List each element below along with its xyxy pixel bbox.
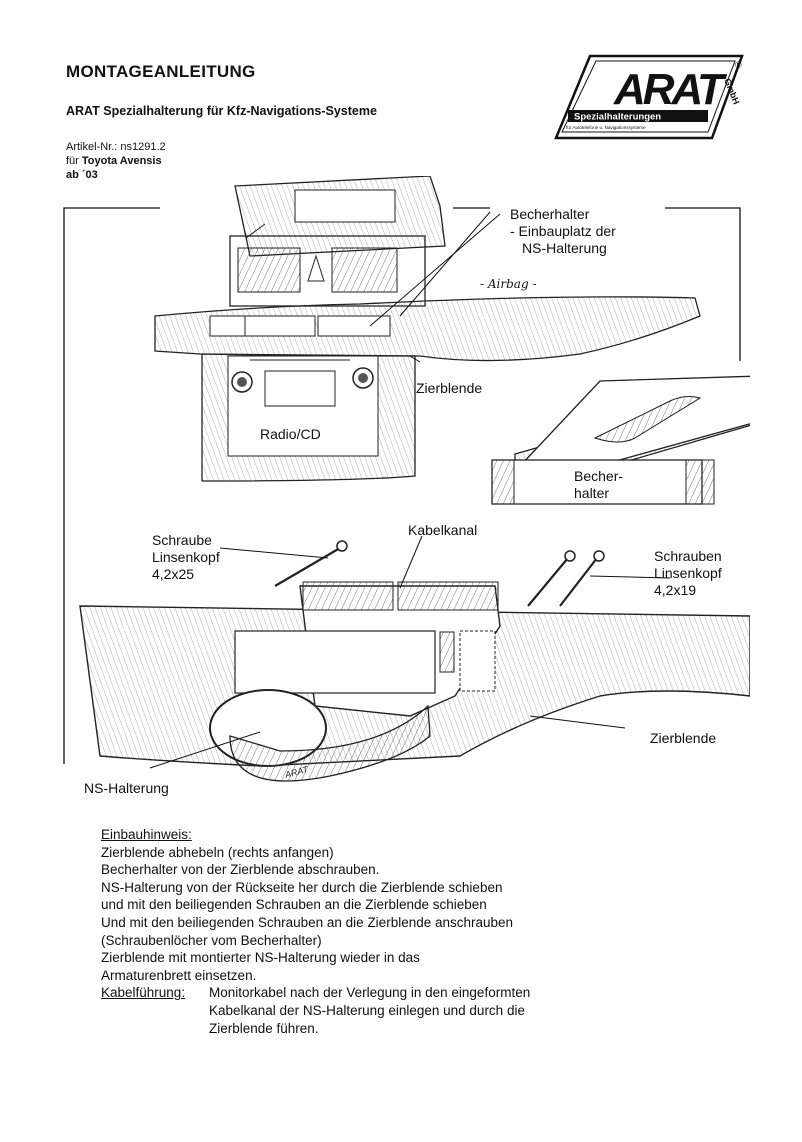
document-title: MONTAGEANLEITUNG [66, 62, 256, 81]
instructions-heading: Einbauhinweis: [101, 827, 192, 842]
label-radio-cd: Radio/CD [260, 426, 321, 442]
article-info: Artikel-Nr.: ns1291.2 für Toyota Avensis… [66, 140, 166, 182]
cable-routing-label: Kabelführung: [101, 985, 186, 1001]
logo-wordmark: ARAT [613, 65, 727, 114]
logo-registered: ® [735, 60, 742, 70]
label-schraube: Schraube Linsenkopf 4,2x25 [152, 532, 220, 582]
logo-subline: für Autotelefone u. Navigationssysteme [566, 125, 646, 130]
logo-tagline: Spezialhalterungen [574, 112, 661, 123]
vehicle-name: Toyota Avensis [81, 155, 162, 167]
label-zierblende-bottom: Zierblende [650, 730, 717, 746]
document-subtitle: ARAT Spezialhalterung für Kfz-Navigation… [66, 104, 377, 118]
label-airbag: - Airbag - [480, 277, 537, 291]
label-becherhalter-einbauplatz: Becherhalter - Einbauplatz der NS-Halter… [510, 206, 616, 256]
instruction-line: Armaturenbrett einsetzen. [101, 967, 257, 983]
instruction-line: und mit den beiliegenden Schrauben an di… [101, 897, 487, 913]
instruction-line: Becherhalter von der Zierblende abschrau… [101, 862, 380, 878]
arat-logo: ARAT ® GmbH Spezialhalterungen für Autot… [554, 54, 744, 140]
instruction-line: Und mit den beiliegenden Schrauben an di… [101, 914, 514, 930]
model-year: ab ´03 [66, 169, 98, 181]
instruction-line: NS-Halterung von der Rückseite her durch… [101, 879, 503, 895]
cable-routing-text: Monitorkabel nach der Verlegung in den e… [209, 985, 531, 1036]
label-kabelkanal: Kabelkanal [408, 522, 478, 538]
instruction-line: Zierblende mit montierter NS-Halterung w… [101, 950, 420, 966]
instruction-line: (Schraubenlöcher vom Becherhalter) [101, 932, 322, 948]
installation-diagram: ARAT Becherhalter - Einbauplatz der NS-H… [60, 176, 750, 796]
instruction-line: Zierblende abhebeln (rechts anfangen) [101, 844, 334, 860]
cable-routing: Kabelführung: Monitorkabel nach der Verl… [101, 984, 741, 1037]
article-number: Artikel-Nr.: ns1291.2 [66, 141, 166, 153]
label-ns-halterung: NS-Halterung [84, 780, 169, 796]
diagram-drawing: ARAT [63, 176, 750, 782]
vehicle-line: für Toyota Avensis [66, 154, 166, 168]
label-becherhalter-part: Becher- halter [574, 468, 624, 501]
label-zierblende-top: Zierblende [416, 380, 483, 396]
vehicle-prefix: für [66, 155, 79, 167]
label-schrauben: Schrauben Linsenkopf 4,2x19 [654, 548, 722, 598]
installation-instructions: Einbauhinweis: Zierblende abhebeln (rech… [101, 826, 741, 1037]
